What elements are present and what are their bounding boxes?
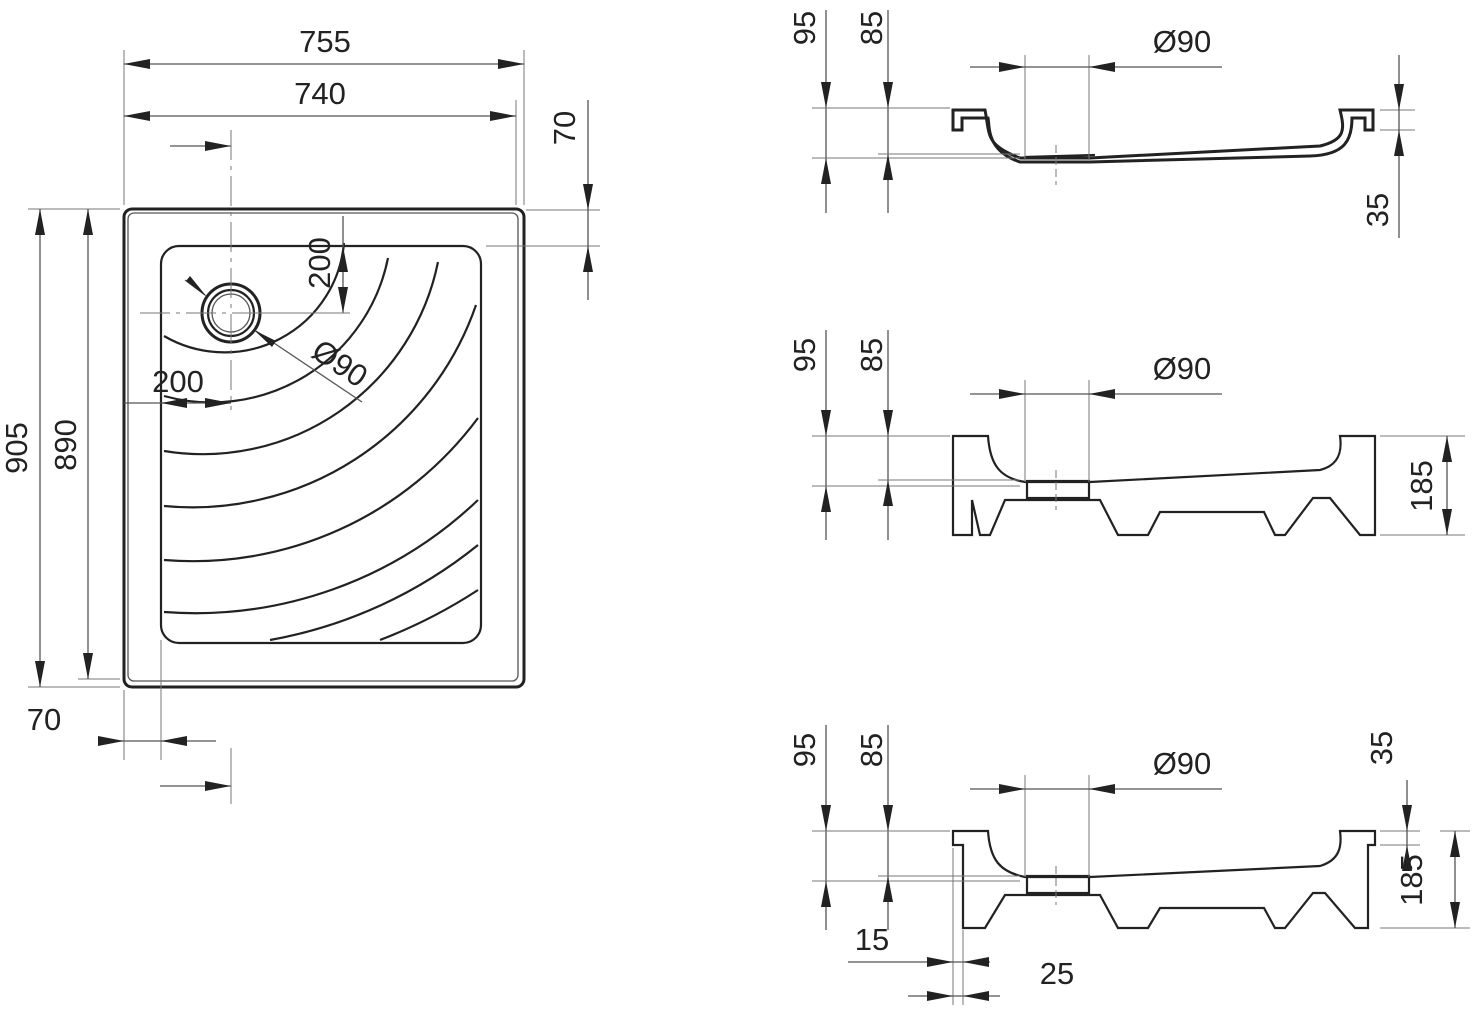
plan-view: 755 740 70 200 200 Ø90 [0, 24, 600, 804]
depth-890-label: 890 [48, 419, 83, 471]
section-1-drain-label: Ø90 [1153, 24, 1212, 59]
section-3-185-label: 185 [1394, 854, 1429, 906]
section-2: 95 85 Ø90 185 [787, 330, 1465, 540]
section-3-15-label: 15 [855, 922, 889, 957]
section-2-drain-label: Ø90 [1153, 351, 1212, 386]
drain-offset-x-label: 200 [152, 364, 204, 399]
section-3-85-label: 85 [854, 733, 889, 767]
depth-905-label: 905 [0, 422, 34, 474]
tray-basin [159, 244, 483, 645]
section-1-35-label: 35 [1360, 193, 1395, 227]
section-3: 95 85 Ø90 35 185 15 25 [787, 725, 1470, 1005]
section-2-body [951, 434, 1377, 537]
rim-bottom-70-label: 70 [27, 702, 61, 737]
drain-offset-y-label: 200 [302, 237, 337, 289]
section-1: 95 85 Ø90 35 [787, 10, 1415, 238]
tray-outer-outline [122, 207, 526, 689]
rim-top-70-label: 70 [547, 111, 582, 145]
section-3-25-label: 25 [1040, 956, 1074, 991]
section-3-drain [1025, 874, 1091, 895]
section-3-35-label: 35 [1364, 731, 1399, 765]
section-1-profile [951, 108, 1375, 164]
section-2-drain [1025, 479, 1091, 500]
width-755-label: 755 [299, 24, 351, 59]
width-740-label: 740 [294, 76, 346, 111]
section-3-drain-label: Ø90 [1153, 746, 1212, 781]
section-1-95-label: 95 [787, 11, 822, 45]
section-1-85-label: 85 [854, 11, 889, 45]
section-2-95-label: 95 [787, 338, 822, 372]
section-2-85-label: 85 [854, 338, 889, 372]
tray-rim-line [127, 212, 519, 682]
section-3-body [951, 829, 1377, 930]
section-2-185-label: 185 [1404, 460, 1439, 512]
section-3-95-label: 95 [787, 733, 822, 767]
drain-diameter-label: Ø90 [306, 332, 374, 394]
